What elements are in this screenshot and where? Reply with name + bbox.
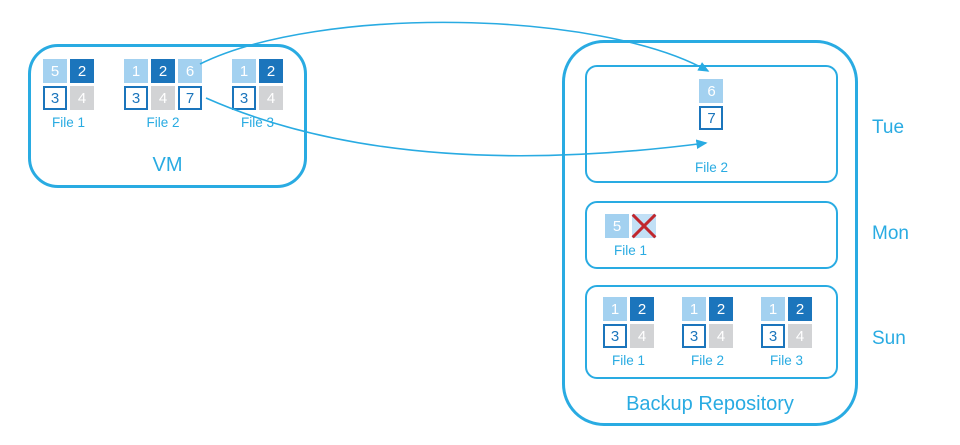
deleted-block	[632, 214, 656, 238]
vm-label: VM	[152, 154, 183, 176]
data-block-1: 1	[761, 297, 785, 321]
data-block-1: 1	[682, 297, 706, 321]
data-block-2: 2	[70, 59, 94, 83]
data-block-1: 1	[232, 59, 256, 83]
data-block-3: 3	[232, 86, 256, 110]
data-block-4: 4	[151, 86, 175, 110]
data-block-5: 5	[605, 214, 629, 238]
data-block-3: 3	[43, 86, 67, 110]
data-block-2: 2	[709, 297, 733, 321]
day-label-tue: Tue	[872, 117, 905, 138]
data-block-3: 3	[124, 86, 148, 110]
file-label: File 1	[613, 243, 647, 258]
file-label: File 1	[51, 115, 85, 130]
data-block-3: 3	[682, 324, 706, 348]
data-block-4: 4	[788, 324, 812, 348]
day-label-mon: Mon	[872, 223, 909, 244]
data-block-2: 2	[630, 297, 654, 321]
data-block-7: 7	[699, 106, 724, 130]
data-block-1: 1	[124, 59, 148, 83]
block-grid: 5	[605, 214, 656, 238]
data-block-2: 2	[788, 297, 812, 321]
file-label: File 2	[690, 353, 724, 368]
data-block-5: 5	[43, 59, 67, 83]
data-block-4: 4	[70, 86, 94, 110]
data-block-2: 2	[151, 59, 175, 83]
file-label: File 2	[146, 115, 180, 130]
file-label: File 3	[769, 353, 803, 368]
backup-repository-label: Backup Repository	[626, 393, 794, 415]
data-block-6: 6	[178, 59, 202, 83]
data-block-3: 3	[603, 324, 627, 348]
day-label-sun: Sun	[872, 328, 906, 349]
data-block-6: 6	[699, 79, 724, 103]
file-label: File 2	[694, 160, 728, 175]
data-block-4: 4	[709, 324, 733, 348]
data-block-1: 1	[603, 297, 627, 321]
file-label: File 1	[611, 353, 645, 368]
data-block-4: 4	[259, 86, 283, 110]
data-block-3: 3	[761, 324, 785, 348]
file-label: File 3	[240, 115, 274, 130]
data-block-2: 2	[259, 59, 283, 83]
data-block-7: 7	[178, 86, 202, 110]
data-block-4: 4	[630, 324, 654, 348]
